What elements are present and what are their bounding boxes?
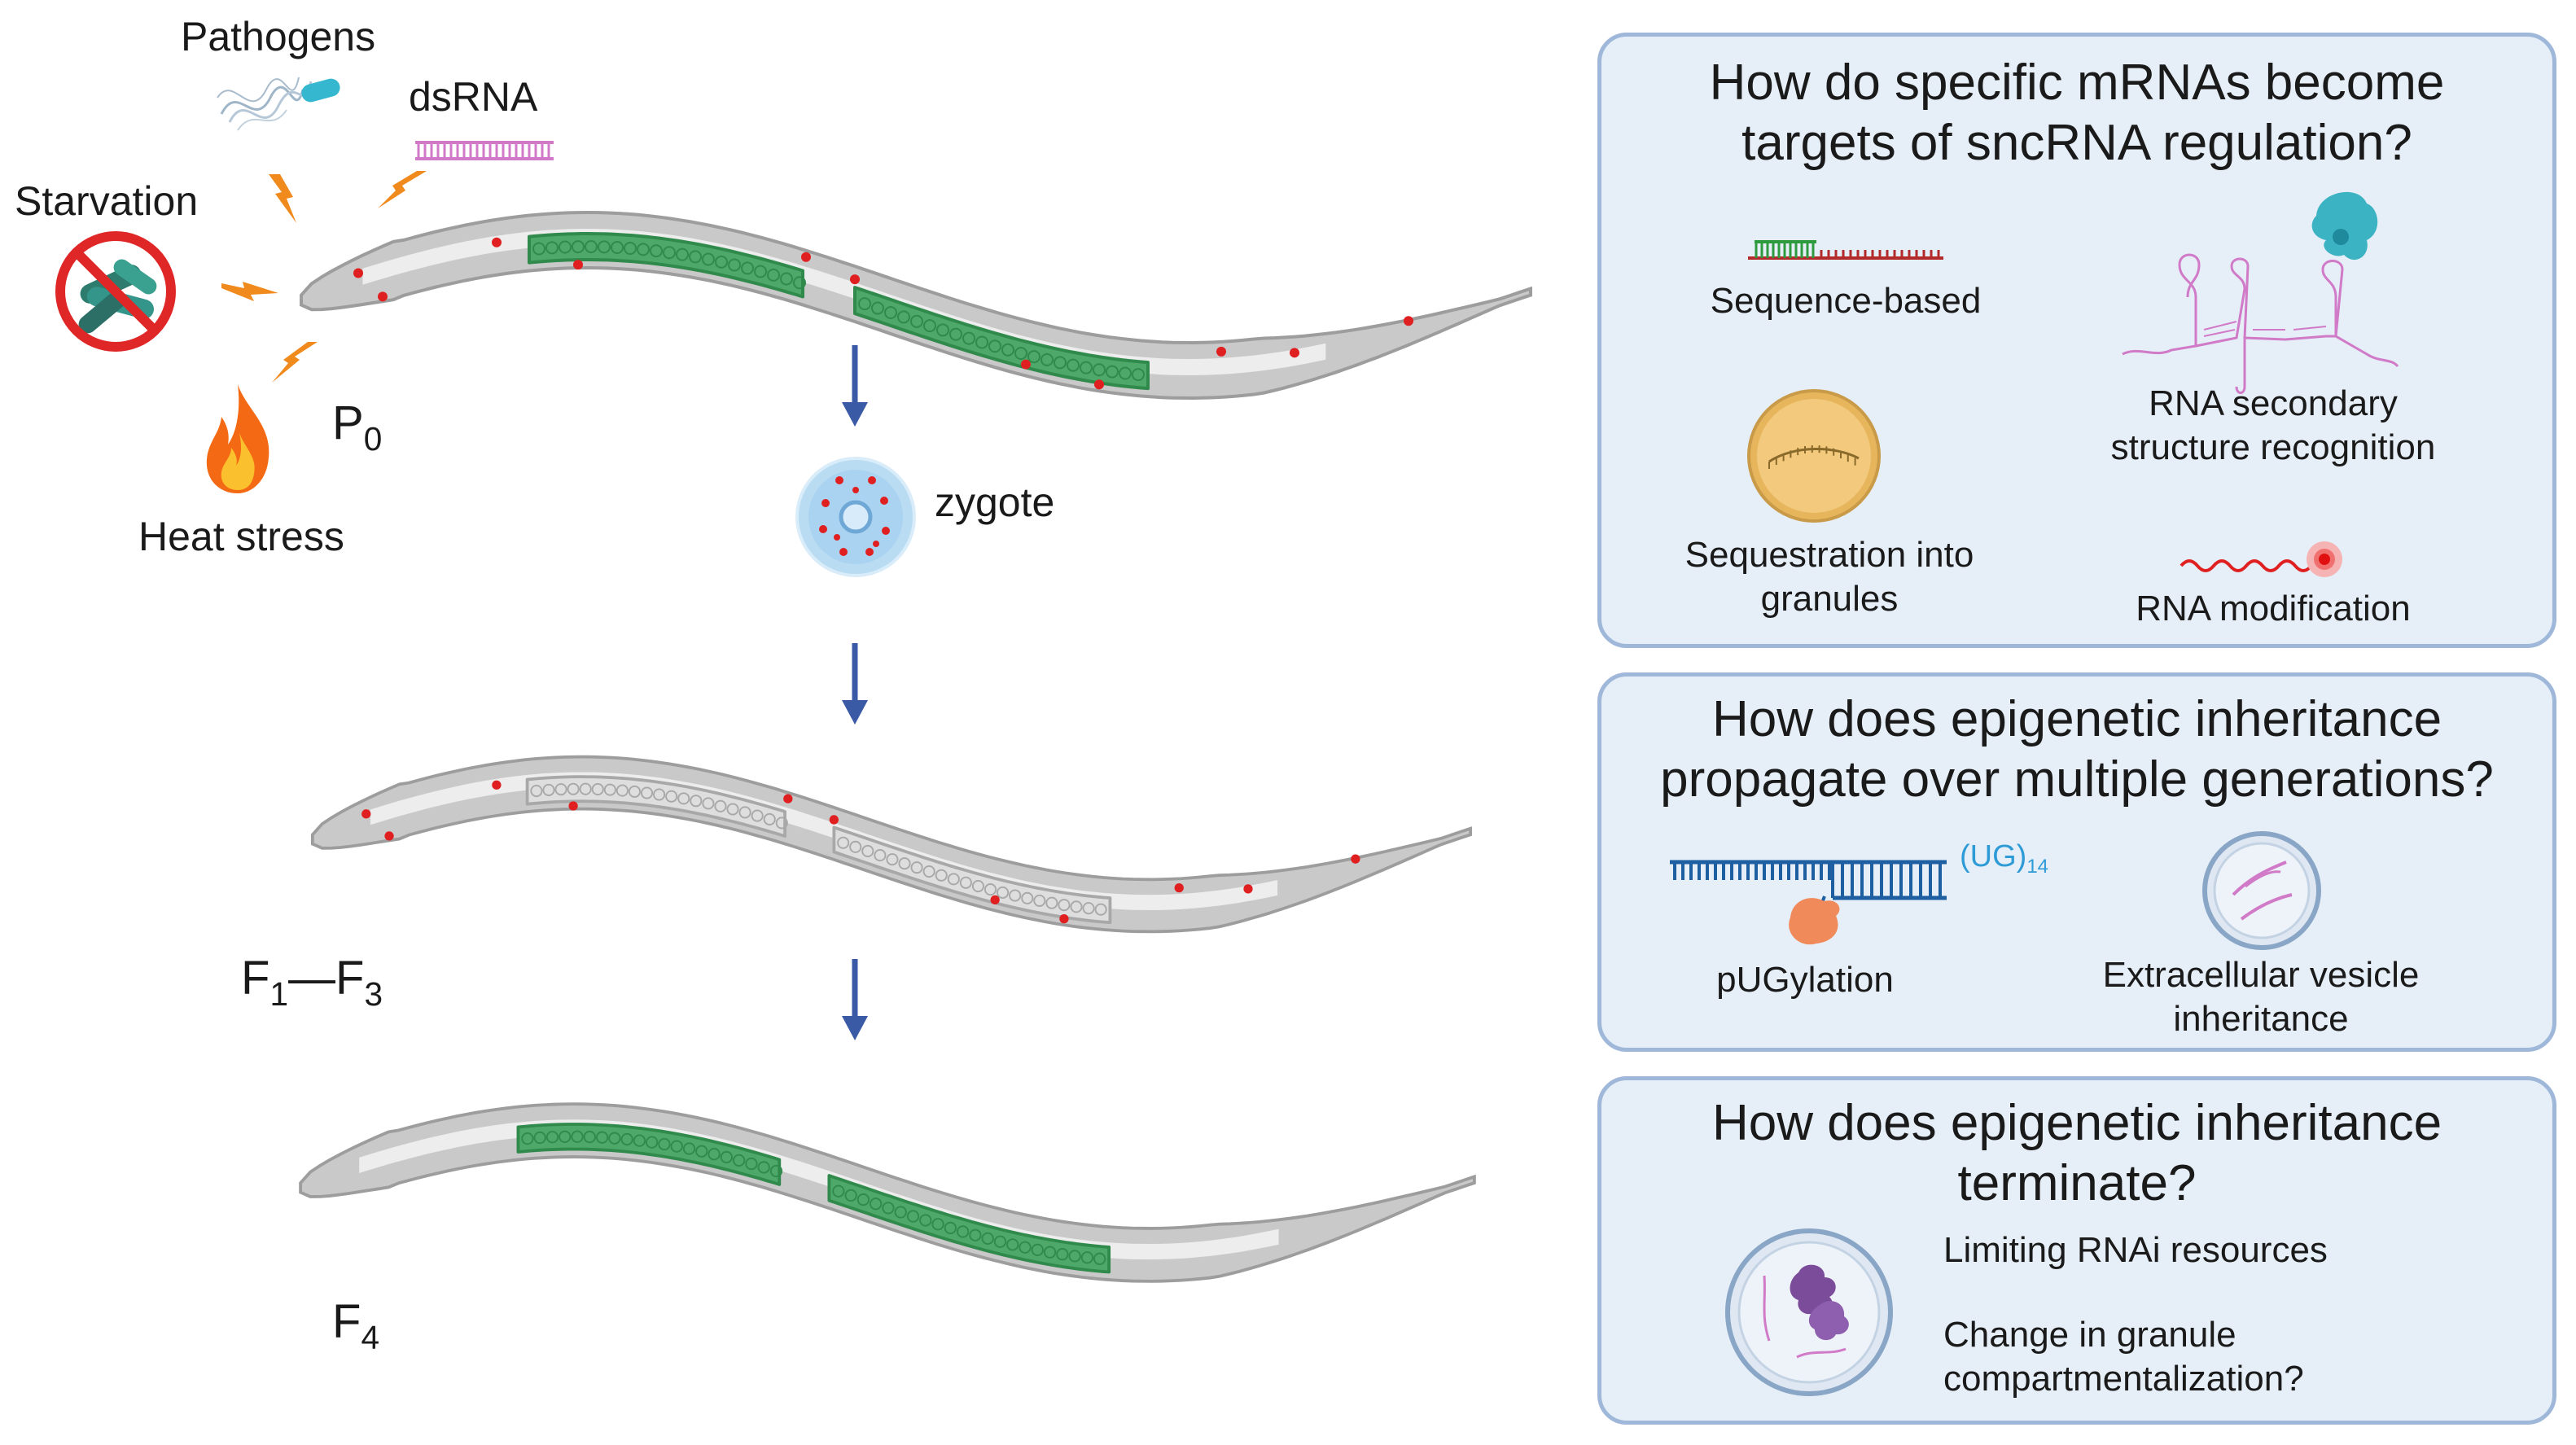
f1-f3-label: F1—F3 [241, 952, 383, 1014]
starvation-label: Starvation [15, 178, 199, 224]
arrow-p0-zygote [842, 345, 868, 427]
worm-f4-icon [299, 1102, 1476, 1283]
dsrna-label: dsRNA [409, 74, 538, 120]
zygote-icon [795, 457, 916, 577]
rna-modification-label: RNA modification [2136, 589, 2411, 628]
arrow-zygote-f1 [842, 643, 868, 725]
granule-icon [1747, 389, 1881, 523]
pathogen-icon [217, 77, 340, 131]
starvation-icon [55, 231, 176, 352]
heat-stress-label: Heat stress [138, 514, 344, 559]
lightning-icon [269, 174, 296, 223]
worm-f1-f3-icon [310, 755, 1473, 934]
ug14-label: (UG)14 [1960, 839, 2049, 878]
vesicle-icon [2202, 831, 2321, 950]
dsrna-icon [415, 141, 554, 160]
rna-hairpin-icon [2122, 191, 2399, 394]
flame-icon [206, 384, 269, 493]
arrow-f3-f4 [842, 959, 868, 1040]
lightning-icon [378, 171, 427, 208]
lightning-icon [221, 282, 278, 301]
p0-label: P0 [332, 396, 383, 458]
limiting-rnai-label: Limiting RNAi resources [1943, 1230, 2328, 1270]
f4-label: F4 [332, 1295, 380, 1357]
rna-duplex-icon [1748, 240, 1943, 260]
pugylation-label: pUGylation [1716, 960, 1894, 1000]
lightning-icon [272, 342, 318, 383]
granule-proteins-icon [1725, 1228, 1893, 1396]
modified-rna-icon [2180, 541, 2342, 577]
worm-p0-icon [300, 210, 1532, 401]
sequence-based-label: Sequence-based [1710, 281, 1982, 321]
zygote-label: zygote [935, 479, 1055, 525]
pug-rna-icon [1670, 860, 1947, 945]
pathogens-label: Pathogens [181, 14, 376, 59]
